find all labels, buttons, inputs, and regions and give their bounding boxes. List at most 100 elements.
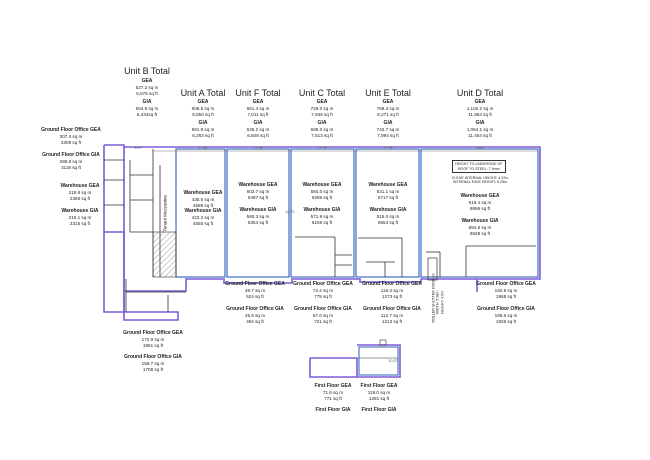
warehouse-f-gea-sqft: 6487 sq ft: [247, 195, 269, 200]
unit-b-gia-label: GIA: [142, 99, 152, 105]
unit-e-title: Unit E Total: [365, 88, 411, 98]
unit-d-gia-outline: [420, 148, 539, 278]
warehouse-f-gia-label: Warehouse GIA: [239, 207, 277, 213]
unit-b-gf-office-lower-gia-sqm: 158.7 sq m: [141, 361, 165, 366]
unit-e-gea-label: GEA: [382, 99, 394, 105]
unit-a-gia-sqft: 6,263 sq ft: [192, 133, 214, 138]
unit-b-warehouse-gia-label: Warehouse GIA: [61, 208, 99, 214]
dim-mid-gap: 16.70: [285, 210, 295, 214]
unit-a-gia-sqm: 581.9 sq m: [191, 127, 215, 132]
interior-walls: [104, 149, 536, 312]
gf-office-c-gia-label: Ground Floor Office GIA: [294, 306, 352, 312]
unit-e-gea-sqft: 8,271 sq ft: [377, 112, 399, 117]
gf-office-f-gia-label: Ground Floor Office GIA: [226, 306, 284, 312]
gf-office-d-gia-sqm: 169.6 sq m: [494, 313, 518, 318]
unit-e-gia-sqm: 742.7 sq m: [376, 127, 400, 132]
unit-c-gea-sqm: 728.0 sq m: [310, 106, 334, 111]
warehouse-f-gia-sqm: 590.3 sq m: [246, 214, 270, 219]
warehouse-f-gia-sqft: 6354 sq ft: [247, 220, 269, 225]
first-floor-right-gea-label: First Floor GEA: [360, 383, 398, 389]
dim-d-width: 18.87: [475, 146, 485, 150]
unit-e-gia-sqft: 7,994 sq ft: [377, 133, 399, 138]
warehouse-d-gia-sqm: 894.5 sq m: [468, 225, 492, 230]
unit-b-gf-office-lower-gea-label: Ground Floor Office GEA: [123, 330, 183, 336]
unit-c-gea-sqft: 7,836 sq ft: [311, 112, 333, 117]
warehouse-f-gea-label: Warehouse GEA: [238, 182, 278, 188]
gf-office-f-gia-sqft: 494 sq ft: [246, 319, 264, 324]
unit-b-gf-office-gea-sqm: 307.4 sq m: [59, 134, 83, 139]
unit-f-gea-sqft: 7,011 sq ft: [247, 112, 269, 117]
warehouse-e-gia-sqm: 516.0 sq m: [376, 214, 400, 219]
unit-c-gea-label: GEA: [316, 99, 328, 105]
unit-b-gf-office-gia-sqft: 3119 sq ft: [61, 165, 81, 170]
gf-office-e-gia-sqft: 1213 sq ft: [381, 319, 403, 324]
gf-office-d-gia-sqft: 1826 sq ft: [495, 319, 517, 324]
unit-c-gia-label: GIA: [317, 120, 327, 126]
gf-office-c-gia-sqft: 721 sq ft: [314, 319, 332, 324]
warehouse-d-gea-sqft: 9896 sq ft: [469, 206, 491, 211]
unit-b-gia-sqft: 5,434sq ft: [136, 112, 158, 117]
warehouse-c-gea-sqm: 584.0 sq m: [310, 189, 334, 194]
gf-office-e-gea-sqft: 1273 sq ft: [381, 294, 403, 299]
unit-d-gea-label: GEA: [474, 99, 486, 105]
warehouse-a-gea-sqft: 4689 sq ft: [192, 203, 214, 208]
unit-f-gia-sqft: 6,848 sq ft: [247, 133, 269, 138]
warehouse-c-gea-label: Warehouse GEA: [302, 182, 342, 188]
unit-c-title: Unit C Total: [298, 88, 346, 98]
unit-a-gea-label: GEA: [197, 99, 209, 105]
unit-d-gea-sqm: 1,102.2 sq m: [466, 106, 494, 111]
dim-f-width: 17.96: [253, 146, 263, 150]
unit-e-gea-sqm: 768.4 sq m: [376, 106, 400, 111]
warehouse-c-gia-label: Warehouse GIA: [303, 207, 341, 213]
unit-c-gia-sqm: 698.0 sq m: [310, 127, 334, 132]
unit-b-gea-sqft: 5,675 sq ft: [136, 91, 158, 96]
warehouse-c-gea-sqft: 6286 sq ft: [311, 195, 333, 200]
unit-b-gf-office-gia-sqm: 289.8 sq m: [59, 159, 83, 164]
dim-first-floor: 10.27: [388, 359, 398, 363]
warehouse-e-gia-label: Warehouse GIA: [369, 207, 407, 213]
unit-c-gia-outline: [290, 148, 355, 278]
warehouse-d-gia-sqft: 9628 sq ft: [469, 231, 491, 236]
unit-b-warehouse-gea-sqm: 219.8 sq m: [68, 190, 92, 195]
warehouse-c-gia-sqm: 571.9 sq m: [310, 214, 334, 219]
first-floor-left-gia-label: First Floor GIA: [315, 407, 351, 413]
gf-office-e-gea-label: Ground Floor Office GEA: [362, 281, 422, 287]
roller-shutter-box: [427, 257, 438, 281]
roller-shutter-note: ROLLER SHUTTER DOOR x3 WIDTH: 5.98m HEIG…: [431, 273, 445, 323]
warehouse-a-gia-sqm: 423.2 sq m: [191, 215, 215, 220]
unit-b-warehouse-gia-sqm: 215.1 sq m: [68, 215, 92, 220]
unit-b-warehouse-gea-sqft: 2366 sq ft: [69, 196, 91, 201]
unit-f-gia-sqm: 636.2 sq m: [246, 127, 270, 132]
warehouse-e-gea-sqft: 5717 sq ft: [377, 195, 399, 200]
warehouse-a-gia-sqft: 4555 sq ft: [192, 221, 214, 226]
unit-a-gea-sqft: 6,550 sq ft: [192, 112, 214, 117]
height-steel-note: HEIGHT TO UNDERSIDE OF ROOF TO STEEL: 7.…: [452, 160, 506, 174]
warehouse-a-gea-label: Warehouse GEA: [183, 190, 223, 196]
gia-outlines: [175, 148, 539, 278]
first-floor-left-gea-sqm: 71.6 sq m: [322, 390, 344, 395]
gf-office-f-gea-sqm: 48.7 sq m: [244, 288, 266, 293]
warehouse-a-gia-label: Warehouse GIA: [184, 208, 222, 214]
gf-office-e-gea-sqm: 118.3 sq m: [380, 288, 404, 293]
first-floor-right-gea-sqft: 1281 sq ft: [368, 396, 390, 401]
warehouse-d-gia-label: Warehouse GIA: [461, 218, 499, 224]
unit-e-gia-outline: [355, 148, 420, 278]
unit-f-gea-label: GEA: [252, 99, 264, 105]
unit-d-gia-sqm: 1,064.1 sq m: [466, 127, 494, 132]
unit-b-gea-label: GEA: [141, 78, 153, 84]
unit-b-gf-office-gea-label: Ground Floor Office GEA: [41, 127, 101, 133]
unit-d-gia-label: GIA: [475, 120, 485, 126]
gf-office-d-gea-sqm: 182.8 sq m: [494, 288, 518, 293]
gf-office-c-gea-sqm: 72.4 sq m: [312, 288, 334, 293]
warehouse-d-gea-label: Warehouse GEA: [460, 193, 500, 199]
unit-f-gia-outline: [226, 148, 290, 278]
unit-b-gf-office-lower-gea-sqm: 172.9 sq m: [141, 337, 165, 342]
unit-b-gf-office-lower-gea-sqft: 1861 sq ft: [142, 343, 164, 348]
unit-f-title: Unit F Total: [235, 88, 281, 98]
unit-f-gea-sqm: 651.4 sq m: [246, 106, 270, 111]
warehouse-d-gea-sqm: 919.4 sq m: [468, 200, 492, 205]
unit-b-warehouse-gea-label: Warehouse GEA: [60, 183, 100, 189]
dim-b-width: 6.27: [134, 146, 142, 150]
unit-e-gia-label: GIA: [383, 120, 393, 126]
